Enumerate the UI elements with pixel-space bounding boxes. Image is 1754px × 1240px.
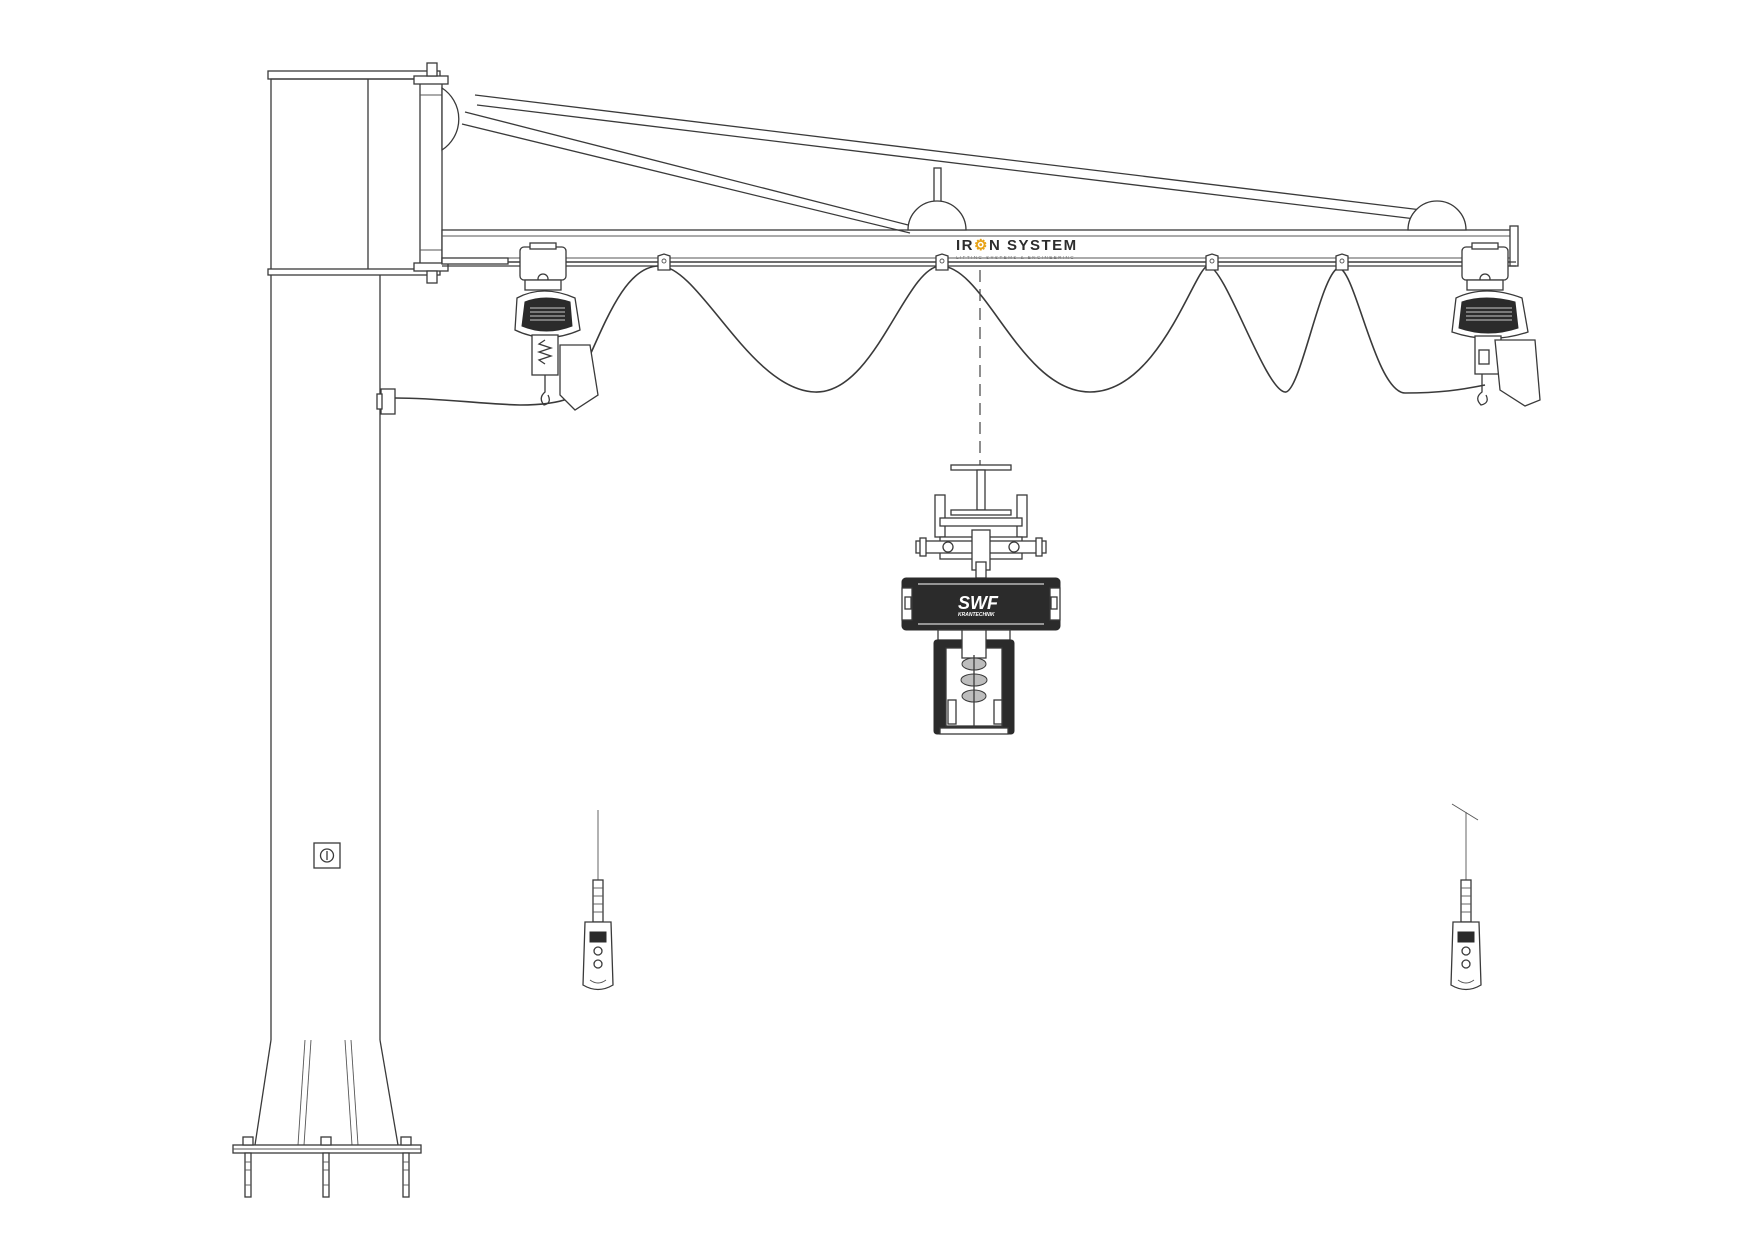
hoist-brand-sub: KRANTECHNIK	[958, 612, 995, 618]
cable-trolley-1	[657, 253, 671, 271]
pillar	[232, 70, 441, 1154]
chain-hoist-right	[1451, 242, 1541, 407]
chain-hoist-left	[514, 242, 599, 411]
cable-trolley-2	[935, 253, 949, 271]
logo-text-part1: IR	[956, 237, 974, 254]
logo-text-part3: SYSTEM	[1007, 237, 1078, 254]
logo-gear-glyph: ⚙	[974, 237, 989, 254]
hoist-brand-label: SWF	[958, 593, 999, 613]
logo-text-part2: N	[989, 237, 1001, 254]
isolator-switch-icon	[313, 842, 341, 869]
pendant-control-right	[1450, 803, 1482, 991]
wire-rope-hoist: SWF KRANTECHNIK	[901, 464, 1061, 735]
cable-trolley-3	[1205, 253, 1219, 271]
festoon-cable	[569, 253, 1486, 399]
cable-trolley-4	[1335, 253, 1349, 271]
junction-box	[376, 388, 571, 415]
pendant-control-left	[582, 810, 614, 991]
logo-tagline: LIFTING SYSTEMS & ENGINEERING	[956, 255, 1075, 260]
brand-logo: IR⚙N SYSTEM LIFTING SYSTEMS & ENGINEERIN…	[956, 237, 1078, 260]
anchor-bolts	[242, 1136, 412, 1198]
svg-text:IR⚙N SYSTEM: IR⚙N SYSTEM	[956, 237, 1078, 254]
